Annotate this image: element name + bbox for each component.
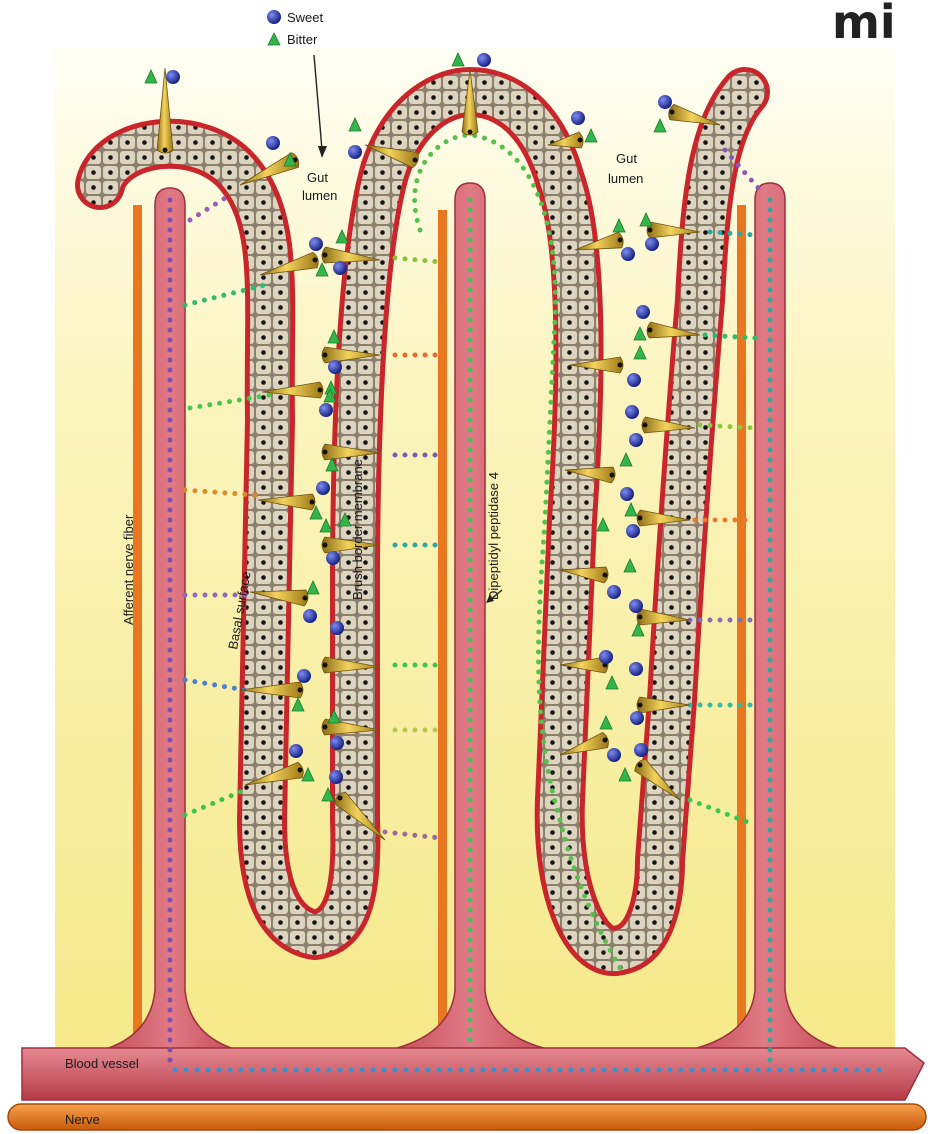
sweet-molecule-icon (477, 53, 491, 67)
sweet-molecule-icon (333, 261, 347, 275)
publisher-logo: mi (832, 0, 896, 49)
cone-nucleus (318, 388, 323, 393)
sweet-molecule-icon (629, 599, 643, 613)
cone-nucleus (310, 500, 315, 505)
sweet-molecule-icon (326, 551, 340, 565)
sweet-molecule-icon (629, 662, 643, 676)
nerve-trunk (8, 1104, 926, 1130)
cone-nucleus (163, 148, 168, 153)
sweet-molecule-icon (627, 373, 641, 387)
sweet-molecule-icon (645, 237, 659, 251)
afferent-nerve-fiber-left (133, 205, 142, 1075)
sweet-molecule-icon (630, 711, 644, 725)
sweet-molecule-icon (297, 669, 311, 683)
sweet-icon (267, 10, 281, 24)
sweet-molecule-icon (166, 70, 180, 84)
sweet-molecule-icon (266, 136, 280, 150)
cone-nucleus (413, 158, 418, 163)
sweet-molecule-icon (330, 736, 344, 750)
cone-nucleus (603, 738, 608, 743)
sweet-molecule-icon (316, 481, 330, 495)
cone-nucleus (323, 450, 328, 455)
legend-bitter-label: Bitter (287, 32, 318, 47)
cone-nucleus (618, 238, 623, 243)
cone-nucleus (323, 663, 328, 668)
sweet-molecule-icon (620, 487, 634, 501)
sweet-molecule-icon (626, 524, 640, 538)
cone-nucleus (323, 543, 328, 548)
sweet-molecule-icon (309, 237, 323, 251)
cone-nucleus (338, 796, 343, 801)
gut-lumen-right-line2: lumen (608, 171, 643, 186)
cone-nucleus (603, 573, 608, 578)
sweet-molecule-icon (636, 305, 650, 319)
cone-nucleus (648, 328, 653, 333)
cone-nucleus (638, 763, 643, 768)
cone-nucleus (303, 596, 308, 601)
cone-nucleus (323, 253, 328, 258)
sweet-molecule-icon (329, 770, 343, 784)
sweet-molecule-icon (303, 609, 317, 623)
cone-nucleus (298, 688, 303, 693)
sweet-molecule-icon (625, 405, 639, 419)
gut-lumen-right-line1: Gut (616, 151, 637, 166)
sweet-molecule-icon (348, 145, 362, 159)
cone-nucleus (638, 615, 643, 620)
sweet-molecule-icon (607, 585, 621, 599)
sweet-molecule-icon (328, 360, 342, 374)
sweet-molecule-icon (621, 247, 635, 261)
sweet-molecule-icon (319, 403, 333, 417)
blood-vessel-horizontal (22, 1048, 924, 1100)
cone-nucleus (323, 725, 328, 730)
sweet-molecule-icon (571, 111, 585, 125)
afferent-nerve-fiber-label: Afferent nerve fiber (121, 514, 136, 625)
gut-lumen-left-line2: lumen (302, 188, 337, 203)
legend-sweet-label: Sweet (287, 10, 324, 25)
afferent-nerve-fiber-middle (438, 210, 447, 1075)
nerve-label: Nerve (65, 1112, 100, 1127)
cone-nucleus (578, 138, 583, 143)
sweet-molecule-icon (289, 744, 303, 758)
cone-nucleus (468, 130, 473, 135)
gut-lumen-left-line1: Gut (307, 170, 328, 185)
cone-nucleus (298, 768, 303, 773)
brush-border-membrane-label: Brush border membrane (350, 459, 365, 600)
cone-nucleus (638, 516, 643, 521)
cone-nucleus (323, 353, 328, 358)
cone-nucleus (670, 110, 675, 115)
sweet-molecule-icon (658, 95, 672, 109)
sweet-molecule-icon (629, 433, 643, 447)
sweet-molecule-icon (607, 748, 621, 762)
cone-nucleus (618, 363, 623, 368)
cone-nucleus (638, 703, 643, 708)
cone-nucleus (648, 228, 653, 233)
sweet-molecule-icon (330, 621, 344, 635)
sweet-molecule-icon (634, 743, 648, 757)
sweet-molecule-icon (599, 650, 613, 664)
cone-nucleus (610, 473, 615, 478)
cone-nucleus (313, 258, 318, 263)
blood-vessel-label: Blood vessel (65, 1056, 139, 1071)
dipeptidyl-peptidase-label: Dipeptidyl peptidase 4 (486, 472, 501, 600)
cone-nucleus (643, 423, 648, 428)
